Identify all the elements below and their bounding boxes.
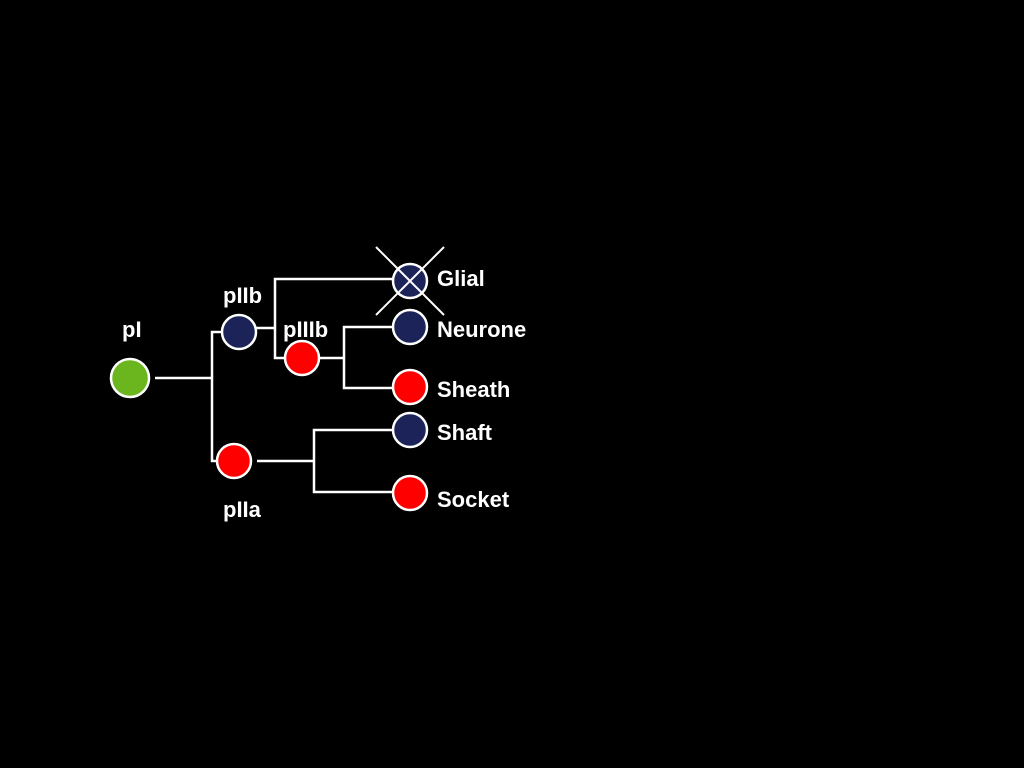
node-neurone [391, 308, 429, 346]
edge-pIIb-split-bracket [273, 277, 393, 360]
label-pIIb: pIIb [223, 283, 262, 308]
node-shaft [391, 411, 429, 449]
glial-cross-out-mark [375, 246, 445, 316]
node-sheath [391, 368, 429, 406]
node-pIIIb [283, 339, 321, 377]
edge-pIIIb-split-bracket [342, 325, 393, 390]
label-pIIa: pIIa [223, 497, 262, 522]
label-socket: Socket [437, 487, 510, 512]
node-pI [109, 357, 151, 399]
label-glial: Glial [437, 266, 485, 291]
label-pIIIb: pIIIb [283, 317, 328, 342]
label-pI: pI [122, 317, 142, 342]
label-sheath: Sheath [437, 377, 510, 402]
edge-pIIa-split-bracket [312, 428, 393, 494]
label-shaft: Shaft [437, 420, 493, 445]
cross-stroke-2 [375, 246, 445, 316]
node-socket [391, 474, 429, 512]
label-neurone: Neurone [437, 317, 526, 342]
node-pIIa [215, 442, 253, 480]
node-pIIb [220, 313, 258, 351]
